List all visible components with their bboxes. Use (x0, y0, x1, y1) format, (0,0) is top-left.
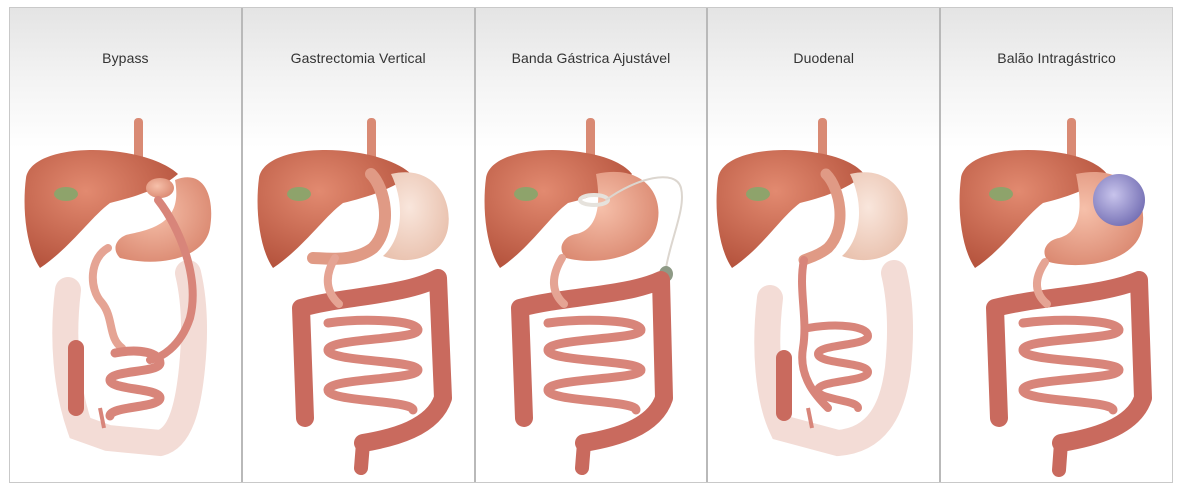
panel-title: Gastrectomia Vertical (243, 50, 474, 66)
gastric-band-illustration (476, 108, 708, 478)
panel-gastrectomia-vertical: Gastrectomia Vertical (243, 8, 476, 482)
panel-bypass: Bypass (10, 8, 243, 482)
panel-title: Banda Gástrica Ajustável (476, 50, 707, 66)
surgery-comparison-figure: Bypass Gastrectomia Vertical (9, 7, 1173, 483)
panel-title: Balão Intragástrico (941, 50, 1172, 66)
bypass-anatomy-illustration (10, 108, 242, 478)
panel-title: Duodenal (708, 50, 939, 66)
panel-title: Bypass (10, 50, 241, 66)
intragastric-balloon-illustration (941, 108, 1173, 478)
duodenal-switch-illustration (708, 108, 940, 478)
panel-banda-gastrica: Banda Gástrica Ajustável (476, 8, 709, 482)
sleeve-gastrectomy-illustration (243, 108, 475, 478)
panel-balao-intragastrico: Balão Intragástrico (941, 8, 1172, 482)
panel-duodenal: Duodenal (708, 8, 941, 482)
